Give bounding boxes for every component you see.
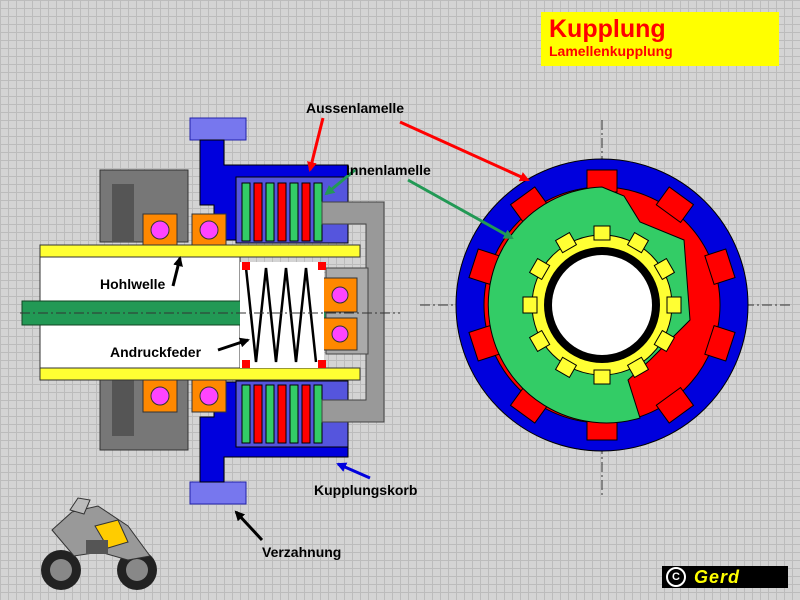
- hub-teeth: [522, 225, 682, 385]
- arrows: [171, 117, 530, 542]
- label-kupplungskorb: Kupplungskorb: [314, 482, 418, 498]
- bore: [552, 255, 652, 355]
- copyright-badge: C Gerd: [662, 566, 788, 588]
- bearings: [142, 213, 227, 413]
- front-view: [420, 120, 790, 495]
- label-innenlamelle: Innenlamelle: [346, 162, 431, 178]
- release-bearing: [322, 277, 358, 351]
- label-verzahnung: Verzahnung: [262, 544, 342, 560]
- label-hohlwelle: Hohlwelle: [100, 276, 166, 292]
- copyright-name: Gerd: [694, 566, 741, 587]
- disc-pack-upper: [235, 176, 349, 244]
- cross-section: [20, 117, 400, 505]
- title-main: Kupplung: [549, 15, 666, 43]
- label-andruckfeder: Andruckfeder: [110, 344, 202, 360]
- label-aussenlamelle: Aussenlamelle: [306, 100, 405, 116]
- druckplatte: [321, 201, 385, 423]
- title-box: Kupplung Lamellenkupplung: [541, 12, 779, 66]
- copyright-icon: C: [666, 567, 686, 587]
- andruckfeder-part: [240, 262, 326, 368]
- title-subtitle: Lamellenkupplung: [549, 43, 673, 59]
- motorcycle-icon: [41, 497, 157, 590]
